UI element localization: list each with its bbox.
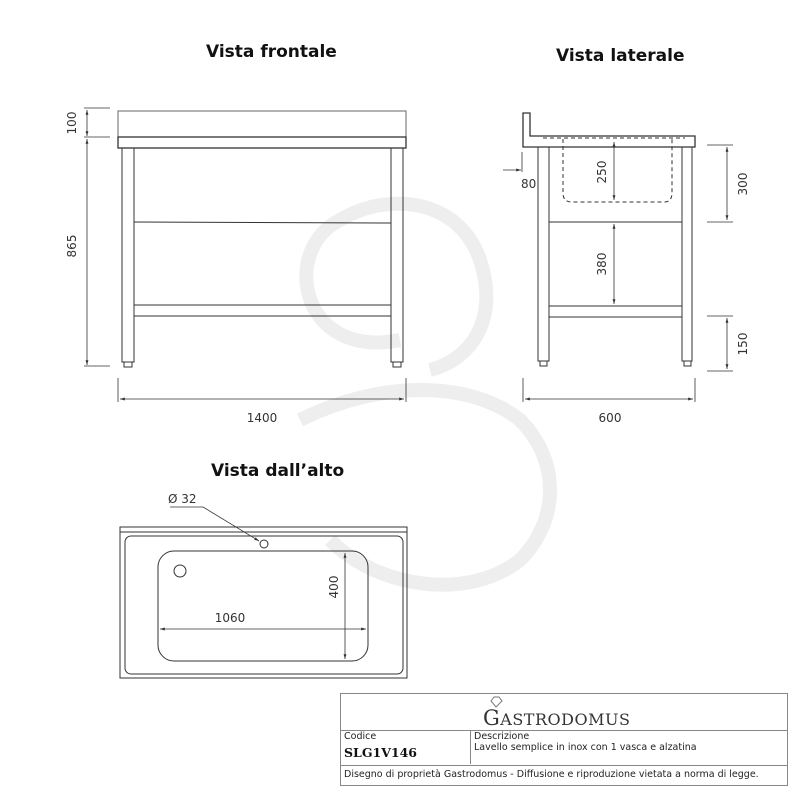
top-view-title: Vista dall’alto [211,461,345,481]
side-view-title: Vista laterale [556,46,685,66]
watermark-logo [296,196,557,592]
code-label: Codice [344,731,377,742]
product-code: SLG1V146 [344,745,417,760]
gem-logo-icon [490,696,503,708]
top-tap-hole-dim: Ø 32 [168,492,197,506]
copyright-notice: Disegno di proprietà Gastrodomus - Diffu… [341,765,787,787]
front-width-dim: 1400 [247,411,278,425]
title-block: GASTRODOMUS Codice SLG1V146 Descrizione … [340,693,788,786]
side-view-drawing [522,112,696,367]
side-shelf-height-dim: 150 [736,333,750,356]
top-bowl-width-dim: 400 [327,576,341,599]
brand-row: GASTRODOMUS [341,694,787,731]
side-depth-dim: 600 [599,411,622,425]
description-label: Descrizione [474,731,530,742]
code-cell: Codice SLG1V146 [341,730,471,764]
side-gap-dim: 380 [595,253,609,276]
front-view-dimensions [84,107,407,402]
top-view-dimensions [160,506,366,659]
brand-logo: GASTRODOMUS [483,706,631,730]
side-bowl-depth-dim: 250 [595,161,609,184]
front-height-dim: 865 [65,235,79,258]
side-backsplash-offset-dim: 80 [521,177,536,191]
front-backsplash-dim: 100 [65,112,79,135]
description-cell: Descrizione Lavello semplice in inox con… [471,730,789,764]
top-bowl-length-dim: 1060 [215,611,246,625]
top-view-drawing [119,526,408,679]
front-view-drawing [117,110,407,368]
side-frame-height-dim: 300 [736,173,750,196]
front-view-title: Vista frontale [206,42,337,62]
side-view-dimensions [503,142,733,402]
product-description: Lavello semplice in inox con 1 vasca e a… [474,742,697,753]
